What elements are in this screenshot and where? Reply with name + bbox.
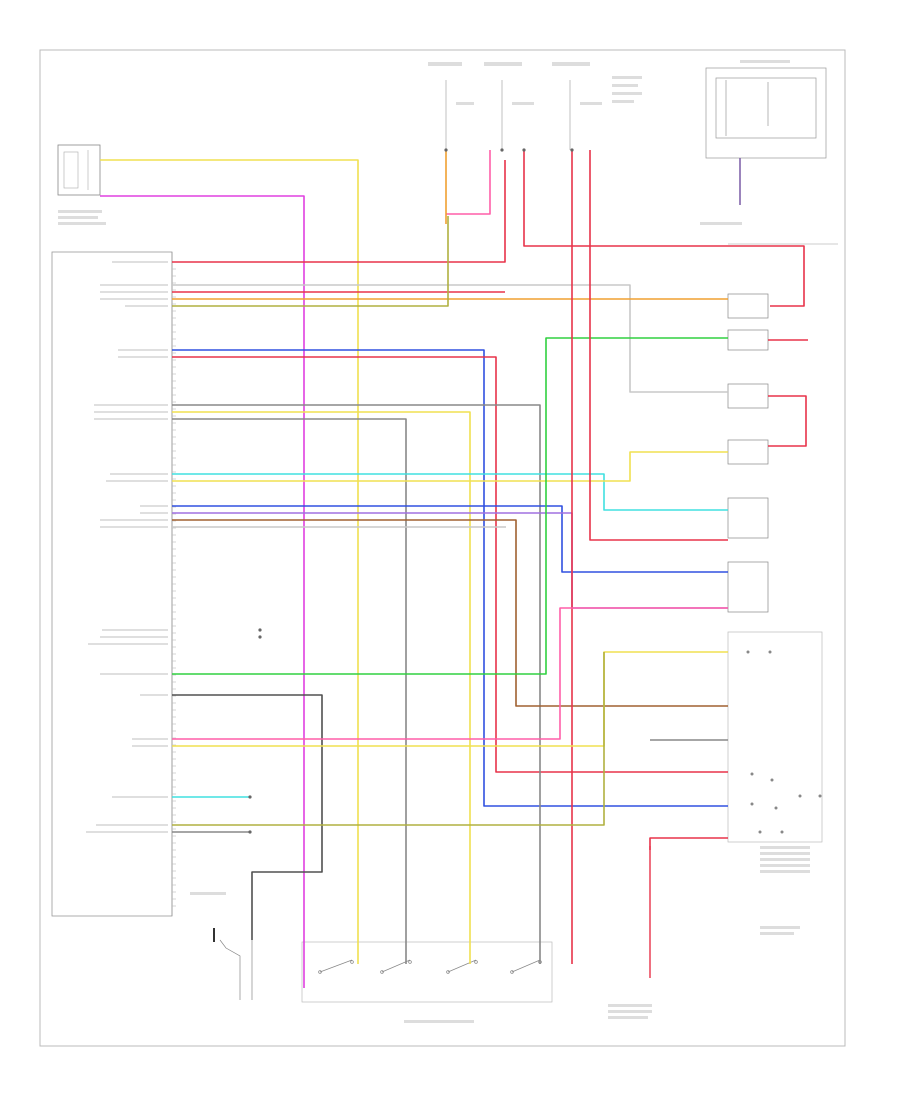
instrument-cluster [700,60,827,225]
wire-dark-695 [172,694,323,940]
tcm-module [51,251,173,917]
diagram-frame [39,49,846,1047]
wire-yellow-746 [172,651,728,747]
wire-blue-350 [172,349,728,807]
wire-brown-520 [172,519,728,707]
wire-gray-405 [172,404,541,964]
wire-red-loop [768,395,807,447]
wire-khaki-825 [172,652,605,826]
wire-gray-419 [172,418,407,964]
right-components [727,243,838,843]
wire-ign-red-2 [523,150,805,307]
wire-pink [446,150,491,215]
wire-khaki-306 [172,216,449,307]
shift-solenoid-a-icon [727,383,769,409]
tcc-solenoid-icon [727,293,769,319]
wire-blue-506 [172,505,728,573]
solenoid-icon [727,329,769,351]
pressure-control-solenoid-icon [727,497,769,539]
wire-red-538 [589,150,728,541]
switch-icon [318,959,542,974]
range-switch-contacts [746,650,822,834]
wire-ign-red [172,160,506,263]
wires [100,150,808,988]
wire-cyan-474 [172,473,728,511]
wire-green-674 [172,337,728,675]
wire-yellow-412 [172,411,471,964]
fluid-temp-sensor-icon [727,561,769,613]
wire-red-pcm [649,837,728,850]
wire-pink-739 [172,607,728,740]
ignition-feeds [428,62,642,150]
wire-yellow-481 [172,451,728,482]
tcm-pin-ticks [172,261,176,907]
vehicle-speed-sensor [57,144,106,225]
tcm-pin-labels [86,261,168,833]
wire-vss-magenta [100,195,305,988]
bottom-components [190,846,810,1023]
shift-solenoid-b-icon [727,439,769,465]
wire-red-357 [172,356,728,773]
wire-vss-yellow [100,159,359,964]
splice-points [248,148,574,834]
